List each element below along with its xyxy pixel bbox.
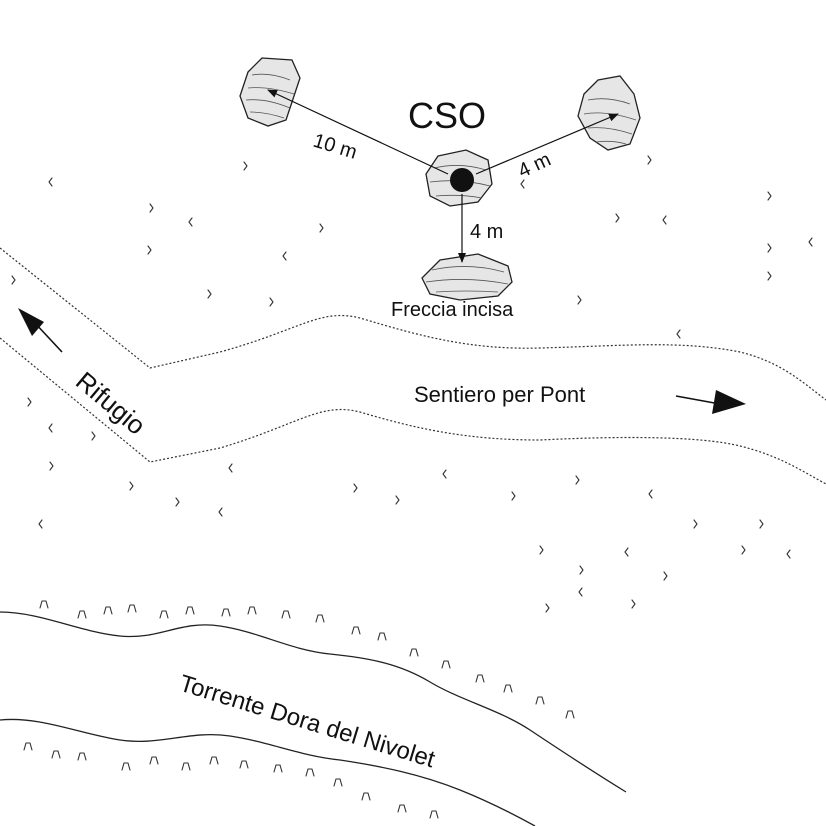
grass-tick [442, 469, 447, 479]
grass-tick [520, 179, 525, 189]
grass-tick [188, 217, 193, 227]
bank-vegetation-mark [475, 674, 485, 683]
trail-label: Sentiero per Pont [414, 382, 585, 407]
engraved-arrow-label: Freccia incisa [391, 299, 514, 321]
trail-path [0, 247, 826, 485]
grass-tick [663, 571, 668, 581]
bank-vegetation-mark [377, 632, 387, 641]
control-point-label: CSO [408, 95, 486, 136]
bank-vegetation-mark [565, 710, 575, 719]
grass-tick [767, 243, 772, 253]
grass-tick [648, 489, 653, 499]
grass-tick [539, 545, 544, 555]
grass-tick [631, 599, 636, 609]
grass-tick [91, 431, 96, 441]
bank-vegetation-mark [315, 614, 325, 623]
bank-vegetation-mark [149, 756, 159, 765]
bank-vegetation-mark [239, 760, 249, 769]
grass-tick [27, 397, 32, 407]
grass-tick [207, 289, 212, 299]
bank-vegetation-mark [181, 762, 191, 771]
grass-tick [786, 549, 791, 559]
bank-vegetation-mark [281, 610, 291, 619]
grass-tick [243, 161, 248, 171]
grass-tick [767, 271, 772, 281]
control-point-marker [450, 168, 474, 192]
grass-tick [175, 497, 180, 507]
rock-left [239, 57, 301, 127]
grass-tick [615, 213, 620, 223]
bank-vegetation-mark [397, 804, 407, 813]
grass-tick [129, 481, 134, 491]
bank-vegetation-mark [77, 610, 87, 619]
grass-tick [577, 295, 582, 305]
rock-south [421, 253, 513, 301]
distance-left-label: 10 m [311, 130, 360, 164]
grass-tick [395, 495, 400, 505]
bank-vegetation-mark [221, 608, 231, 617]
grass-tick [48, 177, 53, 187]
grass-tick [48, 423, 53, 433]
grass-tick [741, 545, 746, 555]
hut-label: Rifugio [70, 366, 151, 441]
grass-tick [353, 483, 358, 493]
grass-tick [693, 519, 698, 529]
bank-vegetation-mark [23, 742, 33, 751]
stream-label: Torrente Dora del Nivolet [176, 670, 438, 774]
bank-vegetation-mark [77, 752, 87, 761]
stream-banks [0, 611, 627, 826]
grass-tick [269, 297, 274, 307]
bank-vegetation-mark [409, 648, 419, 657]
bank-vegetation-mark [351, 626, 361, 635]
grass-tick [767, 191, 772, 201]
grass-tick [579, 565, 584, 575]
bank-vegetation-mark [51, 750, 61, 759]
trail-direction-arrow [675, 390, 746, 414]
bank-vegetation-mark [127, 604, 137, 613]
grass-texture [11, 155, 813, 819]
distance-right-label: 4 m [515, 149, 555, 183]
bank-vegetation-mark [209, 756, 219, 765]
grass-tick [647, 155, 652, 165]
bank-vegetation-mark [247, 606, 257, 615]
grass-tick [38, 519, 43, 529]
grass-tick [149, 203, 154, 213]
grass-tick [578, 587, 583, 597]
bank-vegetation-mark [535, 696, 545, 705]
grass-tick [676, 329, 681, 339]
bank-vegetation-mark [333, 778, 343, 787]
hut-direction-arrow [18, 308, 63, 353]
grass-tick [11, 275, 16, 285]
bank-vegetation-mark [503, 684, 513, 693]
bank-vegetation-mark [159, 610, 169, 619]
rock-right [577, 75, 641, 151]
bank-vegetation-mark [429, 810, 439, 819]
bank-vegetation-mark [305, 768, 315, 777]
grass-tick [49, 461, 54, 471]
bank-vegetation-mark [39, 600, 49, 609]
grass-tick [624, 547, 629, 557]
grass-tick [228, 463, 233, 473]
grass-tick [575, 475, 580, 485]
grass-tick [662, 215, 667, 225]
bank-vegetation-mark [441, 660, 451, 669]
grass-tick [808, 237, 813, 247]
measure-line-left [267, 89, 449, 175]
grass-tick [319, 223, 324, 233]
bank-vegetation-mark [185, 606, 195, 615]
bank-vegetation-mark [121, 762, 131, 771]
grass-tick [282, 251, 287, 261]
grass-tick [545, 603, 550, 613]
distance-south-label: 4 m [470, 221, 503, 243]
grass-tick [147, 245, 152, 255]
grass-tick [759, 519, 764, 529]
bank-vegetation-mark [103, 606, 113, 615]
grass-tick [218, 507, 223, 517]
bank-vegetation-mark [273, 764, 283, 773]
measure-line-right [475, 113, 619, 175]
grass-tick [511, 491, 516, 501]
bank-vegetation-mark [361, 792, 371, 801]
